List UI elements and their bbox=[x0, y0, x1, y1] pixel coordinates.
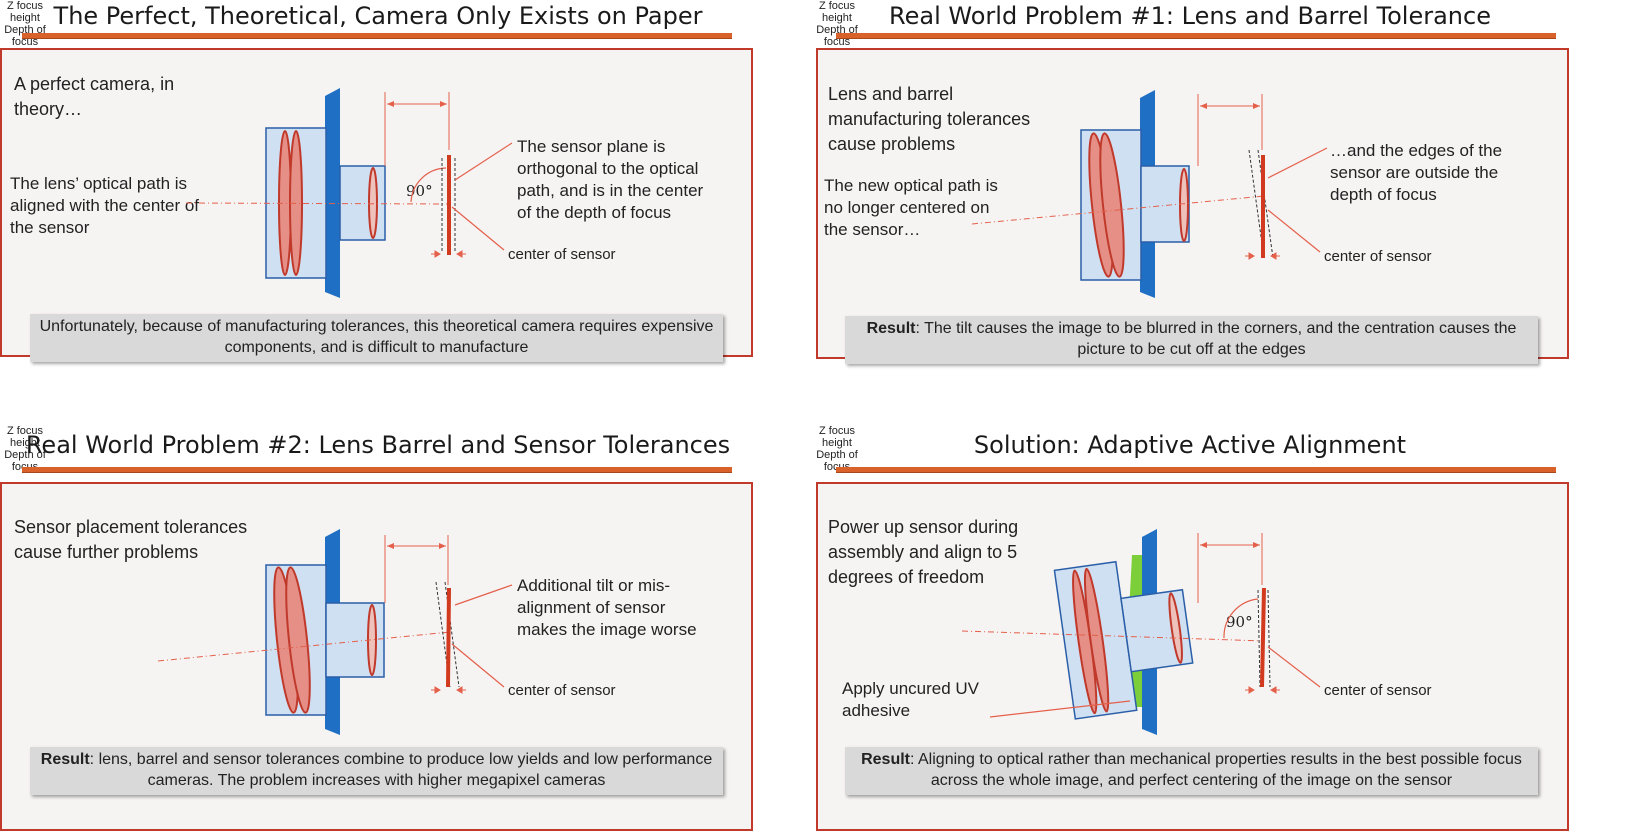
panel-active-alignment: Solution: Adaptive Active Alignment Powe… bbox=[812, 425, 1631, 831]
result-box: Result: Aligning to optical rather than … bbox=[845, 747, 1538, 795]
sensor-callout: The sensor plane is orthogonal to the op… bbox=[517, 137, 704, 222]
intro-text: Power up sensor during assembly and alig… bbox=[828, 517, 1019, 587]
center-of-sensor-label: center of sensor bbox=[508, 246, 616, 263]
intro-text: A perfect camera, in theory… bbox=[14, 74, 175, 119]
result-text: : The tilt causes the image to be blurre… bbox=[915, 320, 1517, 358]
result-box: Result: The tilt causes the image to be … bbox=[845, 316, 1538, 364]
angle-label: 90° bbox=[1226, 613, 1253, 631]
camera-diagram bbox=[185, 88, 513, 298]
result-box: Unfortunately, because of manufacturing … bbox=[30, 314, 723, 362]
sensor-callout: Additional tilt or mis-alignment of sens… bbox=[517, 576, 697, 639]
result-label: Result bbox=[861, 751, 910, 768]
camera-diagram bbox=[157, 529, 513, 735]
z-focus-label: Z focus height bbox=[818, 425, 856, 449]
center-of-sensor-label: center of sensor bbox=[508, 682, 616, 699]
panel-lens-barrel-tolerance: Real World Problem #1: Lens and Barrel T… bbox=[812, 0, 1631, 380]
result-label: Result bbox=[40, 751, 90, 768]
angle-label: 90° bbox=[406, 182, 433, 200]
camera-diagram bbox=[971, 90, 1328, 298]
result-label: Result bbox=[866, 320, 916, 337]
intro-text: Sensor placement tolerances cause furthe… bbox=[14, 517, 248, 562]
center-of-sensor-label: center of sensor bbox=[1324, 248, 1432, 265]
panel-perfect-camera: The Perfect, Theoretical, Camera Only Ex… bbox=[0, 0, 760, 380]
camera-diagram bbox=[961, 529, 1321, 735]
panel-sensor-tolerances: Real World Problem #2: Lens Barrel and S… bbox=[0, 425, 760, 831]
z-focus-label: Z focus height bbox=[818, 0, 856, 24]
center-of-sensor-label: center of sensor bbox=[1324, 682, 1432, 699]
panel-title: The Perfect, Theoretical, Camera Only Ex… bbox=[53, 2, 703, 30]
result-text: Unfortunately, because of manufacturing … bbox=[39, 318, 714, 356]
title-underline bbox=[22, 467, 732, 472]
title-underline bbox=[22, 33, 732, 38]
result-box: Result: lens, barrel and sensor toleranc… bbox=[30, 747, 723, 795]
optical-path-label: The new optical path is no longer center… bbox=[824, 176, 998, 239]
result-text: : lens, barrel and sensor tolerances com… bbox=[89, 751, 713, 789]
diagram-frame bbox=[816, 48, 1569, 359]
intro-text: Lens and barrel manufacturing tolerances… bbox=[828, 84, 1031, 154]
panel-title: Real World Problem #2: Lens Barrel and S… bbox=[25, 431, 731, 459]
z-focus-label: Z focus height bbox=[6, 0, 44, 24]
adhesive-label: Apply uncured UV adhesive bbox=[842, 679, 980, 720]
panel-title: Solution: Adaptive Active Alignment bbox=[973, 431, 1407, 459]
panel-title: Real World Problem #1: Lens and Barrel T… bbox=[889, 2, 1491, 30]
z-focus-label: Z focus height bbox=[6, 425, 44, 449]
sensor-callout: …and the edges of the sensor are outside… bbox=[1330, 141, 1503, 204]
title-underline bbox=[836, 33, 1556, 38]
optical-path-label: The lens’ optical path is aligned with t… bbox=[10, 174, 200, 237]
result-text: : Aligning to optical rather than mechan… bbox=[910, 751, 1522, 789]
title-underline bbox=[836, 467, 1556, 472]
